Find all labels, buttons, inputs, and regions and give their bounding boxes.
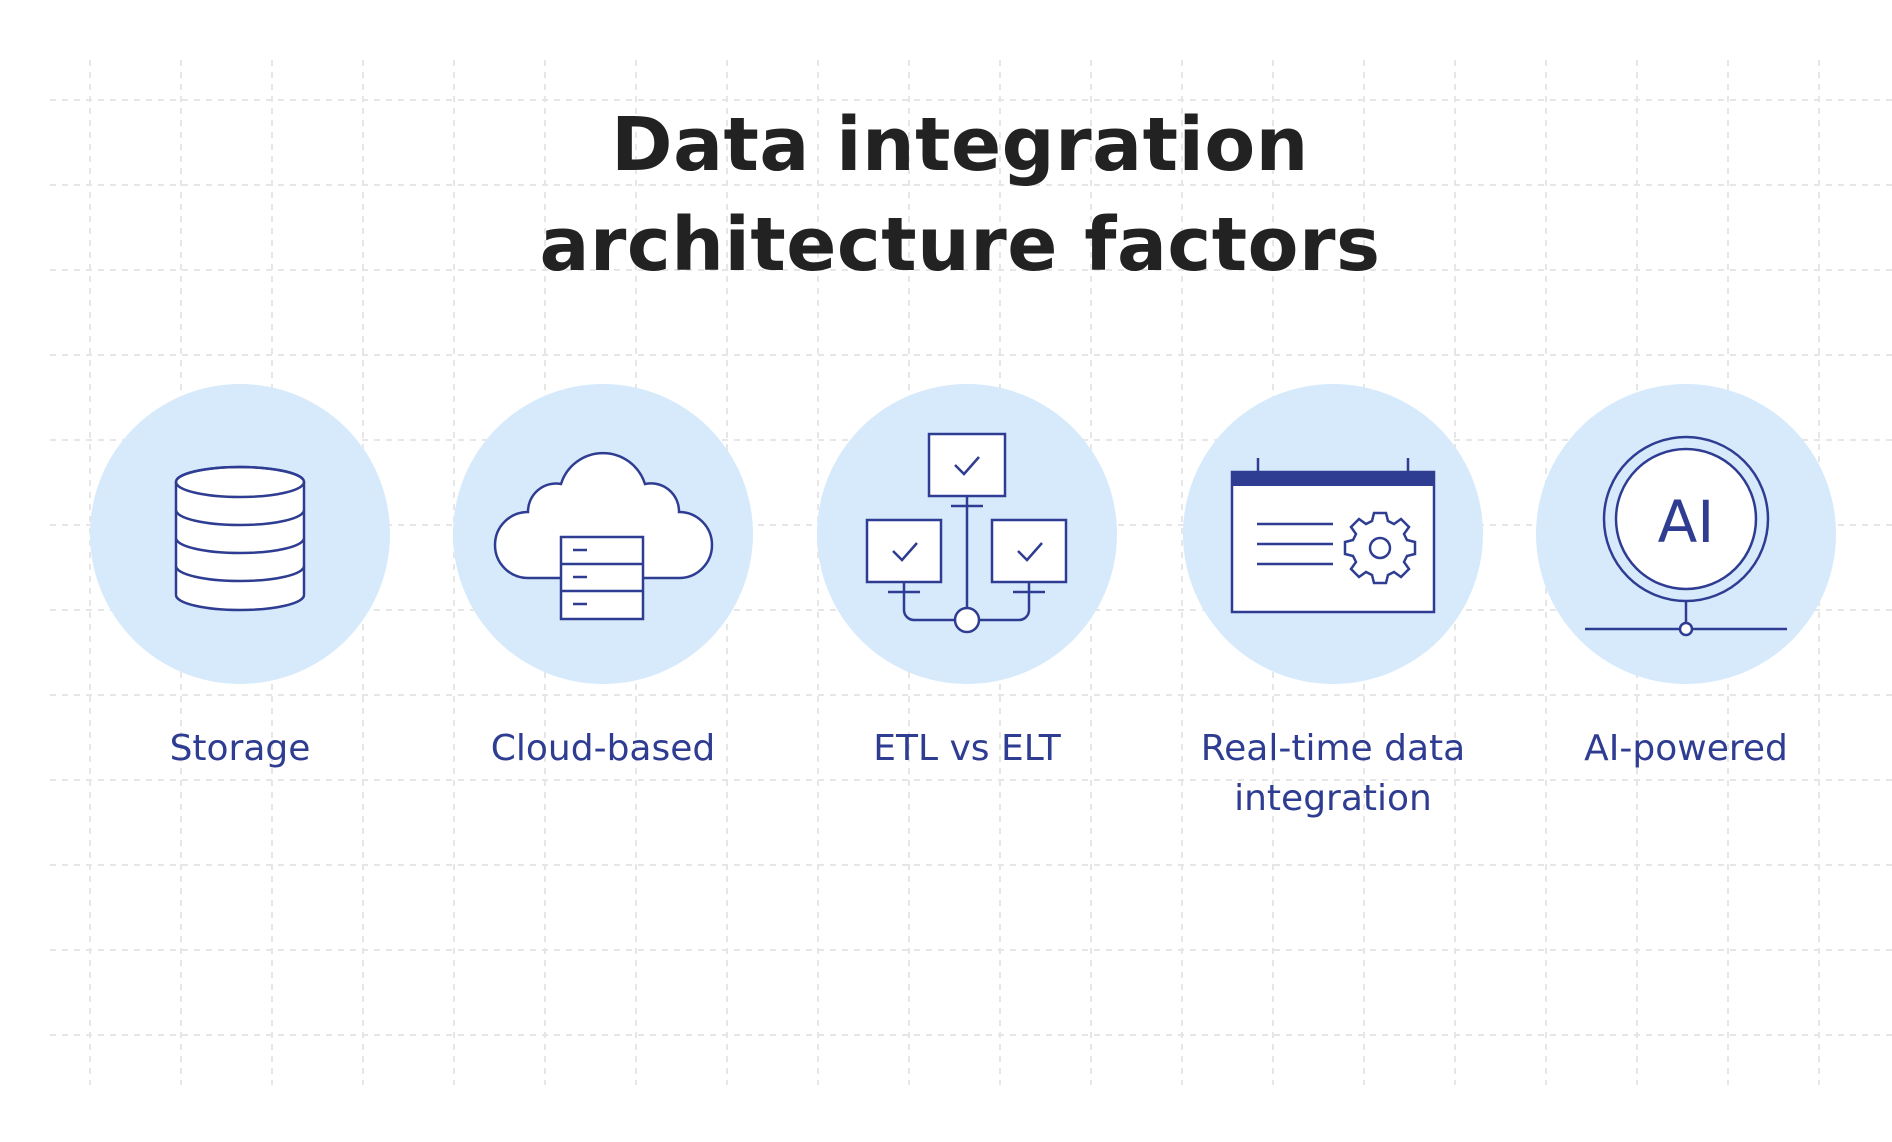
storage-circle xyxy=(90,384,390,684)
title-line-2: architecture factors xyxy=(539,202,1381,288)
factor-cloud-based: Cloud-based xyxy=(453,384,753,774)
factor-storage: Storage xyxy=(90,384,390,774)
factor-ai-powered: AI AI-powered xyxy=(1536,384,1836,774)
etl-circle xyxy=(817,384,1117,684)
factor-etl-vs-elt: ETL vs ELT xyxy=(817,384,1117,774)
factor-label-real-time-data-integration: Real-time data integration xyxy=(1200,728,1466,819)
factor-label-storage: Storage xyxy=(169,728,311,769)
realtime-circle xyxy=(1183,384,1483,684)
cloud-server-icon xyxy=(493,451,714,621)
ai-circle: AI xyxy=(1536,384,1836,684)
title-line-1: Data integration xyxy=(611,102,1309,188)
network-monitors-icon xyxy=(865,432,1068,634)
factor-real-time-data-integration: Real-time data integration xyxy=(1183,384,1483,824)
cloud-circle xyxy=(453,384,753,684)
ai-icon-text: AI xyxy=(1658,488,1715,556)
page-title: Data integration architecture factors xyxy=(0,95,1892,295)
grid-background xyxy=(50,60,1892,1085)
factor-label-etl-vs-elt: ETL vs ELT xyxy=(873,728,1061,769)
ai-icon: AI xyxy=(1585,435,1787,637)
browser-gear-icon xyxy=(1230,458,1436,614)
database-icon xyxy=(174,465,306,612)
factor-label-ai-powered: AI-powered xyxy=(1584,728,1788,769)
factor-label-cloud-based: Cloud-based xyxy=(490,728,716,769)
